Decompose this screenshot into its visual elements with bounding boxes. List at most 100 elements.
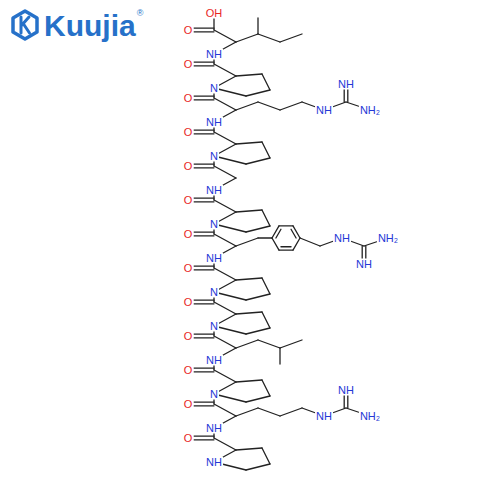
bond-line xyxy=(258,340,280,348)
atom-label: NH xyxy=(337,385,355,396)
atom-label: O xyxy=(183,59,194,70)
atom-label: NH xyxy=(205,185,223,196)
bond-line xyxy=(236,340,258,348)
bond-line xyxy=(214,98,236,110)
bond-line xyxy=(262,380,270,396)
bond-line xyxy=(272,238,279,250)
atom-label: N xyxy=(209,219,219,230)
bond-line xyxy=(279,225,293,226)
bond-line xyxy=(293,238,300,250)
bond-line xyxy=(291,229,296,238)
bond-line xyxy=(258,237,272,238)
atom-label: OH xyxy=(205,8,224,19)
bond-line xyxy=(236,238,258,246)
bond-line xyxy=(214,302,236,314)
atom-label: NH xyxy=(315,411,333,422)
atom-label: N xyxy=(209,389,219,400)
atom-label: O xyxy=(183,25,194,36)
logo-hexagon xyxy=(13,11,37,39)
bond-line xyxy=(280,34,302,42)
bond-line xyxy=(236,102,258,110)
bond-line xyxy=(214,200,236,212)
bond-line xyxy=(214,438,236,450)
atom-label: NH xyxy=(205,355,223,366)
atom-label: NH xyxy=(333,233,351,244)
atom-label: O xyxy=(183,297,194,308)
bond-line xyxy=(258,34,280,42)
bond-line xyxy=(246,226,270,232)
bond-line xyxy=(246,158,270,164)
bond-line xyxy=(262,278,270,294)
atom-label: O xyxy=(183,161,194,172)
bond-line xyxy=(214,64,236,76)
atom-label: NH xyxy=(315,105,333,116)
bond-line xyxy=(236,278,262,280)
bond-line xyxy=(262,448,270,464)
bond-line xyxy=(236,408,258,416)
bond-line xyxy=(262,210,270,226)
atom-label: O xyxy=(183,127,194,138)
atom-label: NH xyxy=(205,423,223,434)
bond-line xyxy=(214,30,236,42)
bond-line xyxy=(246,294,270,300)
atom-label: N xyxy=(209,151,219,162)
bond-line xyxy=(279,348,280,364)
bond-line xyxy=(236,74,262,76)
atom-label: NH xyxy=(205,117,223,128)
bond-line xyxy=(214,166,236,178)
bond-line xyxy=(280,408,302,416)
atom-label: NH xyxy=(355,259,373,270)
atom-label: O xyxy=(183,263,194,274)
bond-line xyxy=(258,102,280,110)
atom-label: O xyxy=(183,331,194,342)
atom-label: O xyxy=(183,365,194,376)
bond-line xyxy=(214,234,236,246)
bond-line xyxy=(246,464,270,470)
bond-line xyxy=(300,238,320,246)
bond-line xyxy=(236,312,262,314)
bond-line xyxy=(280,102,302,110)
bond-line xyxy=(262,74,270,90)
atom-label: N xyxy=(209,287,219,298)
atom-label: NH₂ xyxy=(359,411,381,422)
bond-line xyxy=(236,34,258,42)
logo-k-mark xyxy=(21,17,30,33)
bond-line xyxy=(246,328,270,334)
bond-line xyxy=(236,142,262,144)
atom-label: NH₂ xyxy=(377,233,399,244)
bond-line xyxy=(236,380,262,382)
bond-line xyxy=(236,210,262,212)
bond-line xyxy=(281,246,291,247)
bond-line xyxy=(214,268,236,280)
bond-line xyxy=(236,448,262,450)
bond-line xyxy=(276,229,281,238)
registered-mark: ® xyxy=(137,8,144,18)
atom-label: O xyxy=(183,229,194,240)
brand-name: Kuujia xyxy=(44,9,136,43)
atom-label: N xyxy=(209,83,219,94)
bond-line xyxy=(279,249,293,250)
bond-line xyxy=(262,312,270,328)
bond-line xyxy=(214,404,236,416)
bond-line xyxy=(214,336,236,348)
atom-label: O xyxy=(183,195,194,206)
bond-line xyxy=(280,340,302,348)
atom-label: NH xyxy=(205,457,223,468)
atom-label: NH xyxy=(337,79,355,90)
bond-line xyxy=(246,90,270,96)
bond-line xyxy=(214,370,236,382)
atom-label: O xyxy=(183,399,194,410)
atom-label: O xyxy=(183,433,194,444)
bond-line xyxy=(272,226,279,238)
atom-label: N xyxy=(209,321,219,332)
bond-line xyxy=(293,226,300,238)
atom-label: NH xyxy=(205,253,223,264)
atom-label: NH₂ xyxy=(359,105,381,116)
bond-line xyxy=(258,408,280,416)
atom-label: O xyxy=(183,93,194,104)
bond-line xyxy=(257,18,258,34)
bond-line xyxy=(262,142,270,158)
bond-line xyxy=(214,132,236,144)
